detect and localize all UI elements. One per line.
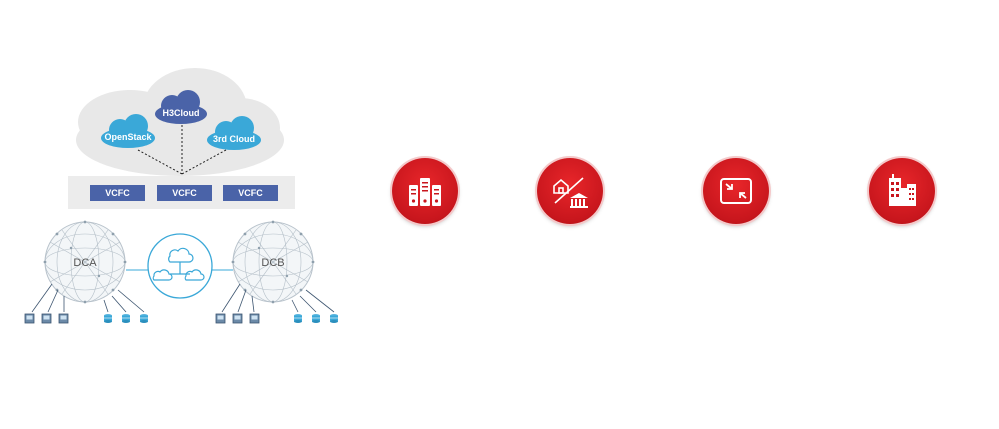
dci-link xyxy=(126,233,233,299)
server-icon xyxy=(215,313,226,324)
buildings-icon[interactable] xyxy=(869,158,935,224)
storage-icon xyxy=(121,313,131,324)
storage-icon xyxy=(139,313,149,324)
server-rack-icon[interactable] xyxy=(392,158,458,224)
dcb-hosts xyxy=(215,313,339,324)
dca-sphere: DCA xyxy=(43,220,127,304)
cloud-interconnect-icon xyxy=(152,247,205,281)
server-icon xyxy=(24,313,35,324)
dca-hosts xyxy=(24,313,149,324)
minimize-window-icon[interactable] xyxy=(703,158,769,224)
network-diagram: H3Cloud OpenStack 3rd Cloud xyxy=(24,68,339,324)
server-icon xyxy=(232,313,243,324)
server-icon xyxy=(249,313,260,324)
storage-icon xyxy=(103,313,113,324)
home-to-bank-icon[interactable] xyxy=(537,158,603,224)
h3cloud-cloud: H3Cloud xyxy=(155,90,207,124)
server-icon xyxy=(58,313,69,324)
storage-icon xyxy=(311,313,321,324)
h3cloud-label: H3Cloud xyxy=(163,108,200,118)
dca-label: DCA xyxy=(73,257,97,269)
third-cloud-cloud: 3rd Cloud xyxy=(207,116,261,150)
openstack-cloud: OpenStack xyxy=(101,114,155,148)
openstack-label: OpenStack xyxy=(104,132,152,142)
vcfc-controller-2: VCFC xyxy=(157,185,212,201)
third-cloud-label: 3rd Cloud xyxy=(213,134,255,144)
server-icon xyxy=(41,313,52,324)
vcfc-controller-1: VCFC xyxy=(90,185,145,201)
storage-icon xyxy=(329,313,339,324)
storage-icon xyxy=(293,313,303,324)
vcfc-controller-3: VCFC xyxy=(223,185,278,201)
dcb-sphere: DCB xyxy=(231,220,315,304)
dcb-label: DCB xyxy=(261,257,284,269)
